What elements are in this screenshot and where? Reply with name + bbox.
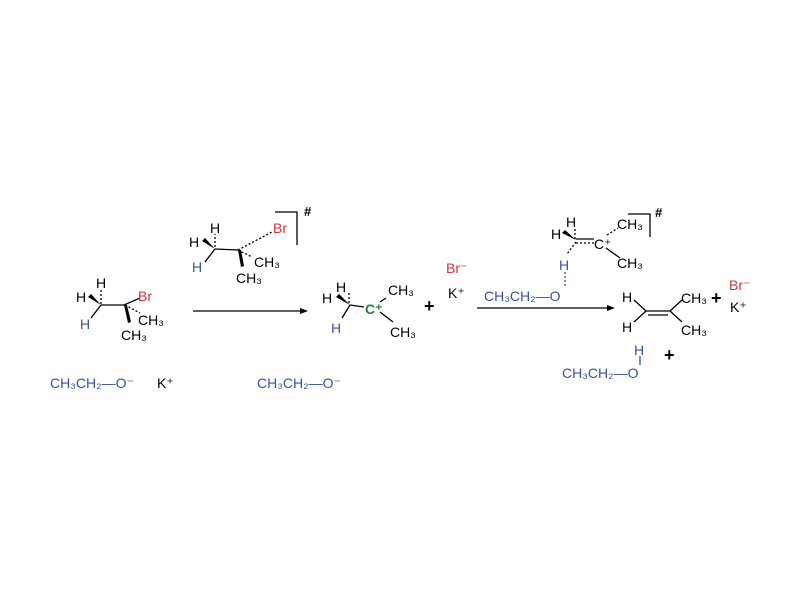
methyl-label: CH₃ (617, 216, 643, 232)
h-label: H (96, 275, 106, 291)
h-label: H (76, 289, 86, 305)
potassium-ion-label: K⁺ (157, 375, 174, 391)
plus-sign: + (711, 288, 722, 308)
h-label: H (622, 319, 632, 335)
transferring-h-label: H (559, 257, 569, 273)
reactant-2-bromo-2-methylpropane: H H H Br CH₃ CH₃ (76, 275, 164, 343)
h-label-blue: H (331, 320, 341, 336)
h-label-blue: H (80, 316, 90, 332)
reaction-arrow-1 (193, 308, 308, 314)
carbocation-label: C⁺ (594, 236, 612, 252)
bromine-label: Br (273, 220, 287, 236)
methyl-label: CH₃ (254, 254, 280, 270)
h-label: H (566, 214, 576, 230)
carbocation-label: C⁺ (365, 301, 383, 317)
h-label: H (336, 279, 346, 295)
h-label: H (322, 290, 332, 306)
methyl-label: CH₃ (390, 324, 416, 340)
methyl-label: CH₃ (388, 282, 414, 298)
bromide-label: Br⁻ (446, 260, 467, 276)
methyl-label: CH₃ (138, 312, 164, 328)
plus-sign: + (424, 296, 435, 316)
plus-sign: + (664, 345, 675, 365)
h-label: H (210, 220, 220, 236)
ethanol-product: H CH₃CH₂—O (562, 342, 644, 381)
h-label-blue: H (192, 259, 202, 275)
methyl-label: CH₃ (617, 255, 643, 271)
h-label: H (622, 289, 632, 305)
transition-state-symbol: # (304, 204, 312, 219)
h-label: H (551, 226, 561, 242)
ethoxide-label: CH₃CH₂—O⁻ (257, 375, 341, 391)
methyl-label: CH₃ (681, 290, 707, 306)
ethoxide-label: CH₃CH₂—O⁻ (50, 375, 134, 391)
transition-state-symbol: # (655, 205, 663, 220)
methyl-label: CH₃ (121, 327, 147, 343)
h-label: H (634, 342, 644, 358)
isobutylene-product: H H CH₃ CH₃ (622, 289, 707, 338)
methyl-label: CH₃ (681, 322, 707, 338)
bromine-label: Br (138, 288, 152, 304)
bromide-label: Br⁻ (729, 277, 750, 293)
potassium-ion-label: K⁺ (448, 285, 465, 301)
tert-butyl-carbocation: H H H C⁺ CH₃ CH₃ (322, 279, 416, 340)
reaction-arrow-2 (477, 305, 615, 311)
potassium-ion-label: K⁺ (730, 299, 747, 315)
transition-state-1: H H H Br CH₃ CH₃ # (189, 204, 312, 286)
ethoxy-label: CH₃CH₂—O (484, 288, 561, 304)
h-label: H (189, 234, 199, 250)
transition-state-2: H H C⁺ CH₃ CH₃ H CH₃CH₂—O # (484, 205, 663, 304)
ethanol-label: CH₃CH₂—O (562, 365, 639, 381)
methyl-label: CH₃ (236, 270, 262, 286)
